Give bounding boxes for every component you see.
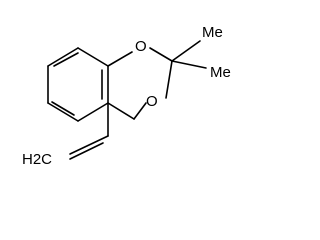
oxygen-label-top: O: [135, 38, 147, 55]
methyl-bond-1: [171, 40, 201, 62]
methyl-bond-2: [171, 60, 207, 69]
vinyl-double-bond-1: [69, 135, 109, 155]
ring-inner-double-3: [53, 52, 79, 67]
ring-bond-3: [47, 102, 79, 122]
oxygen-label-bottom: O: [146, 93, 158, 110]
ring-inner-double-2: [51, 101, 75, 116]
methyl-label-1: Me: [202, 24, 223, 41]
ring-bond-5: [47, 47, 79, 67]
methyl-label-2: Me: [210, 64, 231, 81]
vinyl-double-bond-2: [69, 142, 104, 160]
ring-bond-6: [77, 47, 109, 67]
vinyl-terminal-label: H2C: [22, 151, 52, 168]
c8a-o1-bond: [107, 51, 133, 67]
o3-c4-bond: [133, 102, 147, 120]
o1-c2-bond: [149, 47, 173, 62]
ring-bond-2: [77, 102, 109, 122]
c2-o3-bond: [165, 60, 173, 99]
dioxane-ring: [107, 47, 173, 120]
structural-formula: O O Me Me H2C: [22, 24, 231, 168]
benzene-ring: [47, 47, 109, 122]
c4-c4a-bond: [107, 102, 135, 120]
